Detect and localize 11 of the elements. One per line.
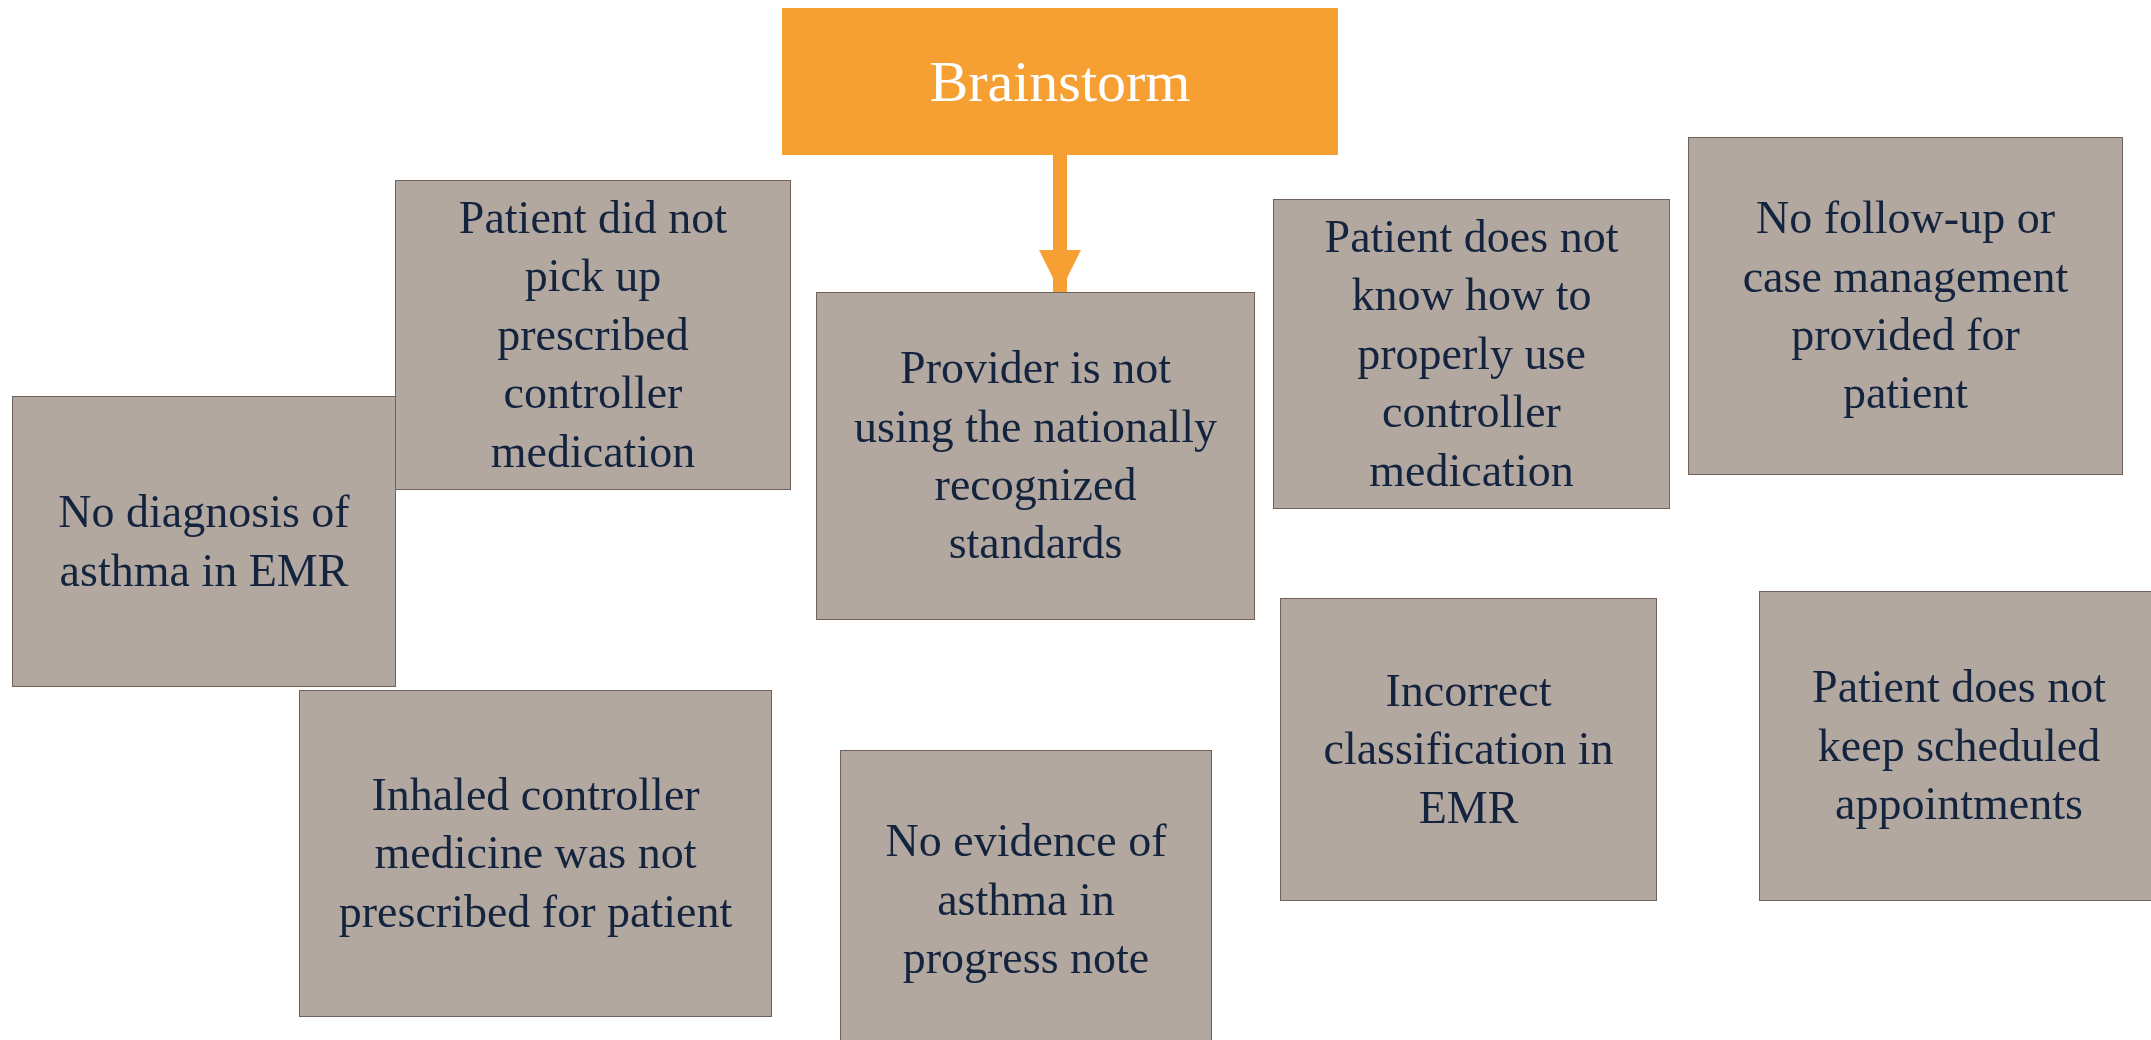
arrow [1039,155,1081,292]
idea-card: Inhaled controller medicine was not prescribed for patient [299,690,772,1017]
idea-card: Patient did not pick up prescribed controller medication [395,180,791,490]
idea-card: Patient does not know how to properly use controller medication [1273,199,1670,509]
title-banner: Brainstorm [782,8,1338,155]
idea-card: Incorrect classification in EMR [1280,598,1657,901]
idea-card: No follow-up or case management provided for patient [1688,137,2123,475]
idea-card: No evidence of asthma in progress note [840,750,1212,1040]
idea-card: Provider is not using the nationally recognized standards [816,292,1255,620]
idea-card: Patient does not keep scheduled appointments [1759,591,2151,901]
idea-card: No diagnosis of asthma in EMR [12,396,396,687]
